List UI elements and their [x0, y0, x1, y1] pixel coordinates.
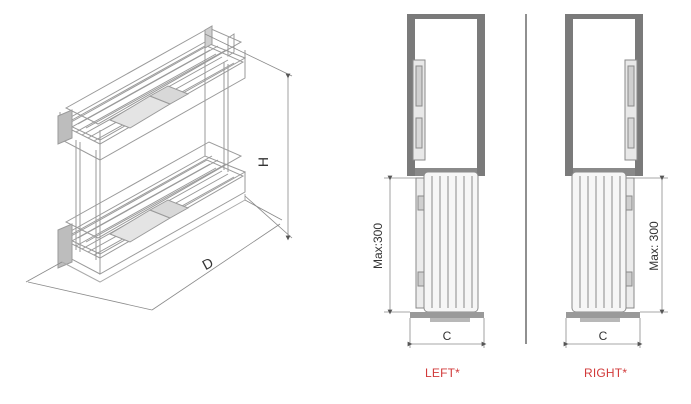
depth-label: D: [199, 254, 215, 273]
left-cabinet-wall-left: [407, 16, 415, 176]
upper-basket: [59, 25, 247, 161]
left-width-label: C: [443, 329, 452, 343]
dimension-h: [204, 33, 293, 241]
right-cabinet-wall-left: [565, 16, 573, 176]
left-view: Max:300 C: [371, 14, 487, 348]
left-caption: LEFT*: [425, 366, 461, 380]
dimension-d: [25, 199, 283, 311]
right-cabinet-wall-right: [635, 16, 643, 176]
right-max-label: Max: 300: [647, 221, 661, 271]
isometric-basket-drawing: [57, 25, 247, 283]
mount-plate-bottom: [57, 223, 73, 269]
height-label: H: [255, 157, 271, 167]
left-basket-body: [423, 171, 479, 313]
right-width-label: C: [599, 329, 608, 343]
right-view: Max: 300 C: [563, 14, 668, 348]
right-basket-body: [571, 171, 627, 313]
right-caption: RIGHT*: [584, 366, 628, 380]
frame-posts: [75, 48, 229, 262]
left-cabinet-wall-right: [477, 16, 485, 176]
lower-basket: [60, 141, 247, 275]
mount-plate-top: [57, 109, 73, 145]
left-max-label: Max:300: [371, 223, 385, 269]
